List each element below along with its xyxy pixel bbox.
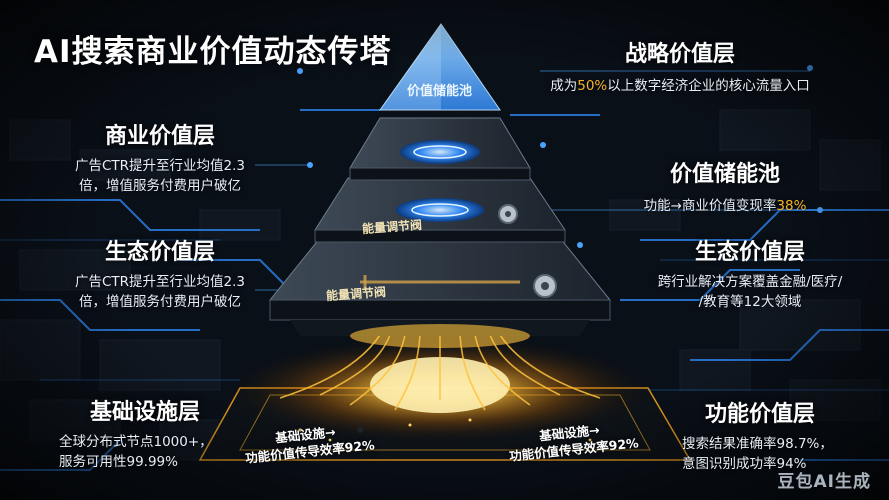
right-storage-heading: 价值储能池: [669, 162, 780, 187]
right-strategic-post: 以上数字经济企业的核心流量入口: [607, 78, 810, 94]
left-ecosystem-heading: 生态价值层: [104, 240, 215, 265]
pyramid-top-label: 价值储能池: [407, 84, 473, 99]
left-commercial-heading: 商业价值层: [104, 124, 215, 149]
left-infrastructure-heading: 基础设施层: [89, 400, 200, 425]
watermark: 豆包AI生成: [777, 472, 871, 492]
left-ecosystem-line1: 广告CTR提升至行业均值2.3: [74, 274, 246, 290]
right-function-heading: 功能价值层: [704, 402, 815, 427]
right-ecosystem-heading: 生态价值层: [694, 240, 805, 265]
right-function-layer: 功能价值层 搜索结果准确率98.7%， 意图识别成功率94%: [660, 396, 860, 474]
right-ecosystem-layer: 生态价值层 跨行业解决方案覆盖金融/医疗/ /教育等12大领域: [640, 234, 860, 312]
left-commercial-line2: 倍，增值服务付费用户破亿: [79, 178, 241, 194]
right-strategic-layer: 战略价值层 成为50%以上数字经济企业的核心流量入口: [530, 36, 830, 96]
left-ecosystem-layer: 生态价值层 广告CTR提升至行业均值2.3 倍，增值服务付费用户破亿: [60, 234, 260, 312]
right-function-line1: 搜索结果准确率98.7%，: [682, 436, 833, 452]
left-ecosystem-line2: 倍，增值服务付费用户破亿: [79, 294, 241, 310]
left-infrastructure-layer: 基础设施层 全球分布式节点1000+， 服务可用性99.99%: [45, 394, 245, 472]
right-strategic-highlight: 50%: [577, 78, 608, 94]
page-title: AI搜索商业价值动态传塔: [34, 34, 392, 70]
right-function-line2: 意图识别成功率94%: [682, 456, 807, 472]
right-storage-highlight: 38%: [776, 198, 807, 214]
right-strategic-pre: 成为: [550, 78, 578, 94]
right-storage-pre: 功能→商业价值变现率: [643, 198, 777, 214]
right-storage-pool: 价值储能池 功能→商业价值变现率38%: [620, 156, 830, 216]
left-infrastructure-line1: 全球分布式节点1000+，: [59, 434, 213, 450]
left-commercial-line1: 广告CTR提升至行业均值2.3: [74, 158, 246, 174]
left-infrastructure-line2: 服务可用性99.99%: [59, 454, 178, 470]
right-ecosystem-line2: /教育等12大领域: [698, 294, 802, 310]
right-strategic-heading: 战略价值层: [624, 42, 735, 67]
left-commercial-layer: 商业价值层 广告CTR提升至行业均值2.3 倍，增值服务付费用户破亿: [60, 118, 260, 196]
right-ecosystem-line1: 跨行业解决方案覆盖金融/医疗/: [657, 274, 843, 290]
